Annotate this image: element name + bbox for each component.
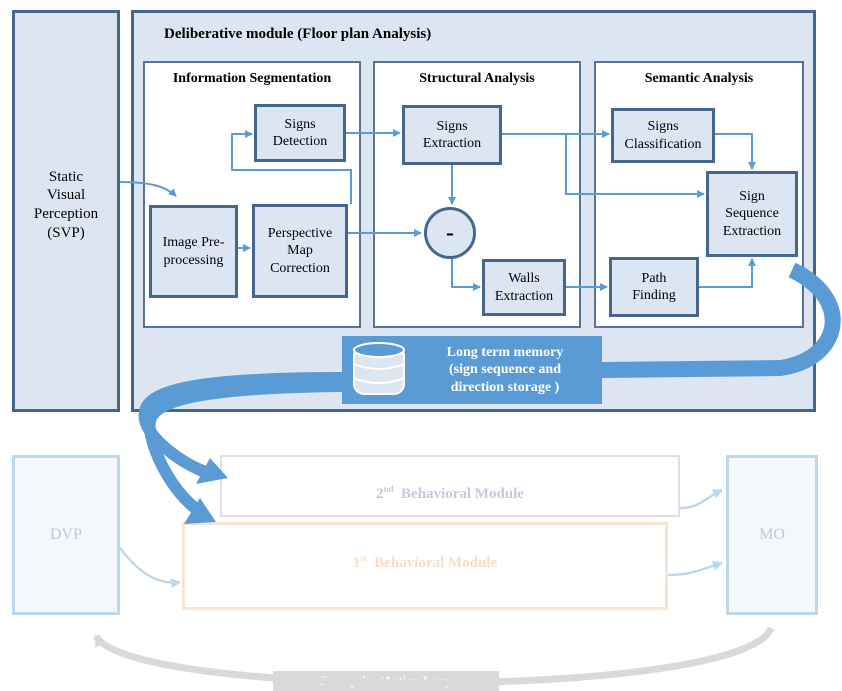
arrow-dvp-to-first-module <box>118 547 181 589</box>
walls-extraction-box: Walls Extraction <box>482 259 566 316</box>
arrow-svp-to-preprocessing <box>119 181 177 197</box>
svp-label: Static Visual Perception (SVP) <box>33 168 99 241</box>
sign-sequence-extraction-box: Sign Sequence Extraction <box>706 171 798 257</box>
second-module-sup: nd <box>383 484 394 494</box>
arrow-memory-to-first-module <box>143 380 343 513</box>
signs-detection-box: Signs Detection <box>254 104 346 162</box>
second-behavioral-module <box>220 455 680 517</box>
first-module-sup: st <box>360 553 367 563</box>
mo-box: MO <box>726 455 818 615</box>
subtract-operator: - <box>424 207 476 259</box>
second-module-label: 2nd Behavioral Module <box>220 484 680 503</box>
svp-box <box>12 10 120 412</box>
path-finding-box: Path Finding <box>609 257 699 317</box>
arrow-extraction-to-sequence <box>565 134 705 198</box>
arrow-classification-to-sequence <box>715 133 756 170</box>
deliberative-title: Deliberative module (Floor plan Analysis… <box>164 26 432 42</box>
arrow-minus-to-walls <box>451 259 481 291</box>
signs-extraction-box: Signs Extraction <box>402 105 502 165</box>
arrow-path-to-sequence <box>699 258 756 288</box>
arrow-perspective-to-signs-detection <box>231 130 352 204</box>
first-module-text: Behavioral Module <box>374 555 498 571</box>
arrow-first-module-to-mo <box>667 560 723 577</box>
info-segmentation-title: Information Segmentation <box>172 71 332 86</box>
long-term-memory-label: Long term memory (sign sequence and dire… <box>446 344 564 395</box>
first-behavioral-module <box>182 522 668 610</box>
database-icon <box>353 342 405 395</box>
dvp-box: DVP <box>12 455 120 615</box>
first-module-label: 1st Behavioral Module <box>182 553 668 572</box>
perspective-map-correction-box: Perspective Map Correction <box>252 204 348 298</box>
structural-analysis-title: Structural Analysis <box>419 71 535 86</box>
arrow-second-module-to-mo <box>679 488 723 510</box>
arrowhead-first-module <box>184 498 216 524</box>
arrow-memory-to-second-module <box>138 372 343 478</box>
arrowhead-second-module <box>196 458 228 484</box>
signs-classification-box: Signs Classification <box>611 108 715 163</box>
arrow-sequence-to-memory <box>601 262 841 378</box>
second-module-ordinal: 2 <box>376 486 384 502</box>
image-preprocessing-box: Image Pre- processing <box>149 205 238 298</box>
perception-action-loop-arrow <box>92 626 775 687</box>
second-module-text: Behavioral Module <box>401 486 524 502</box>
semantic-analysis-title: Semantic Analysis <box>644 71 754 86</box>
first-module-ordinal: 1 <box>352 555 361 571</box>
